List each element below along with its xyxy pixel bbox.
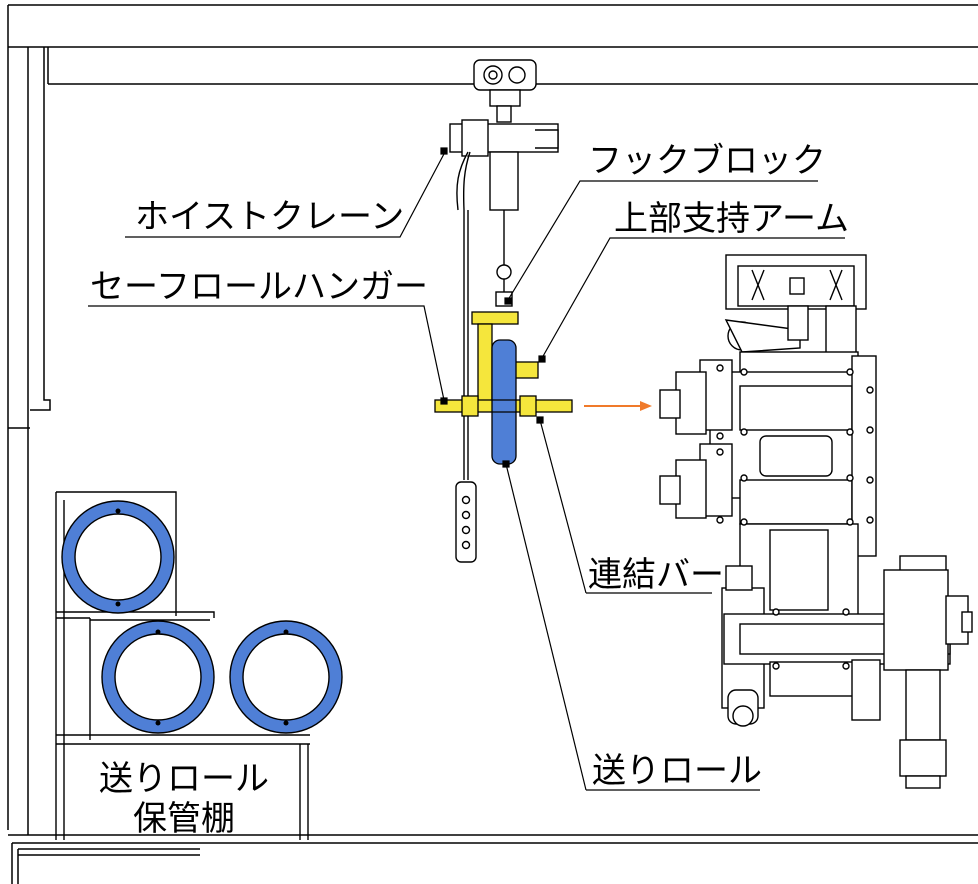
stored-roll-3	[229, 620, 343, 734]
label-storage-line1: 送りロール	[99, 759, 269, 799]
storage-rack	[55, 491, 310, 840]
stored-roll-1	[61, 500, 175, 614]
label-link-bar: 連結バー	[588, 555, 724, 595]
label-safe-roll-hanger: セーフロールハンガー	[90, 267, 428, 307]
hoist-crane	[449, 59, 559, 307]
transfer-arrow	[584, 401, 652, 411]
label-upper-support-arm: 上部支持アーム	[614, 199, 849, 239]
pendant-switch	[455, 210, 477, 563]
label-storage-line2: 保管棚	[133, 799, 235, 839]
roll-feeder-machine	[659, 254, 973, 789]
feed-roll-on-hanger	[491, 339, 517, 465]
label-feed-roll: 送りロール	[592, 751, 762, 791]
label-hook-block: フックブロック	[588, 141, 826, 181]
leader-lines	[88, 147, 845, 791]
label-hoist-crane: ホイストクレーン	[135, 197, 404, 237]
stored-roll-2	[101, 620, 215, 734]
